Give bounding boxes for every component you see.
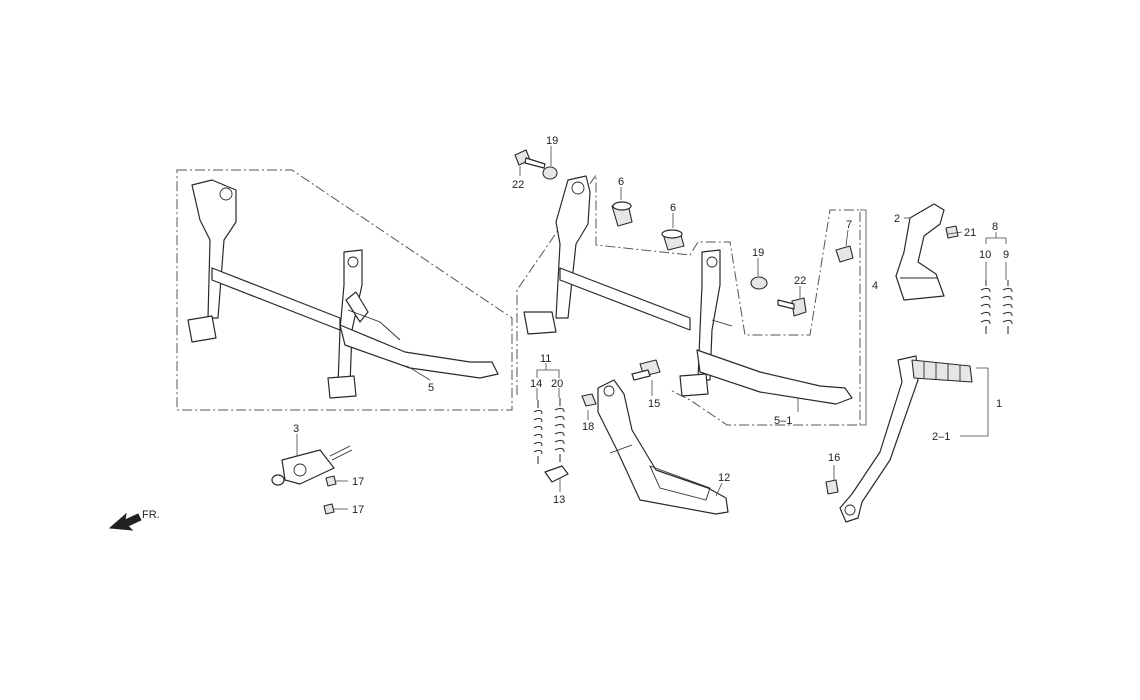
bolt-22-upper <box>514 149 546 169</box>
side-stand <box>597 379 729 515</box>
callout-20: 20 <box>551 378 563 390</box>
callout-1: 1 <box>996 398 1002 410</box>
callout-2: 2 <box>894 213 900 225</box>
group-outline-main-stand-assembly <box>516 173 861 426</box>
bracket-4 <box>860 209 867 426</box>
callout-12: 12 <box>718 472 730 484</box>
bolt-22-lower <box>777 297 807 317</box>
spring-14 <box>533 400 543 464</box>
callout-17-upper: 17 <box>352 476 364 488</box>
callout-13: 13 <box>553 494 565 506</box>
callout-9: 9 <box>1003 249 1009 261</box>
callout-15: 15 <box>648 398 660 410</box>
callout-5-1: 5–1 <box>774 415 792 427</box>
callout-19-upper: 19 <box>546 135 558 147</box>
screw-21 <box>945 225 959 239</box>
callout-10: 10 <box>979 249 991 261</box>
nut-18 <box>581 393 597 407</box>
group-outline-main-stand-left <box>176 169 513 411</box>
kick-starter-arm <box>839 355 973 523</box>
arrow-front-icon <box>108 512 142 531</box>
callout-2-1: 2–1 <box>932 431 950 443</box>
main-stand-sub <box>523 175 853 405</box>
bolt-16 <box>825 479 839 495</box>
callout-8: 8 <box>992 221 998 233</box>
callout-3: 3 <box>293 423 299 435</box>
callout-4: 4 <box>872 280 878 292</box>
callout-22-lower: 22 <box>794 275 806 287</box>
spring-9 <box>1002 280 1013 334</box>
collar-6a <box>611 201 633 227</box>
main-stand <box>187 179 499 399</box>
callout-16: 16 <box>828 452 840 464</box>
callout-18: 18 <box>582 421 594 433</box>
callout-19-lower: 19 <box>752 247 764 259</box>
callout-6-lower: 6 <box>670 202 676 214</box>
callouts: 19 22 6 6 7 19 22 4 5 5–1 11 14 20 13 15… <box>293 135 1009 516</box>
callout-7: 7 <box>846 219 852 231</box>
kick-pedal-arm <box>895 203 945 301</box>
callout-6-upper: 6 <box>618 176 624 188</box>
side-stand-switch <box>271 445 353 486</box>
washer-19-lower <box>750 276 768 290</box>
collar-6b <box>661 229 685 251</box>
callout-5: 5 <box>428 382 434 394</box>
callout-22-upper: 22 <box>512 179 524 191</box>
front-direction-label: FR. <box>142 509 160 521</box>
callout-21: 21 <box>964 227 976 239</box>
callout-14: 14 <box>530 378 542 390</box>
spring-20 <box>554 398 565 462</box>
washer-19-upper <box>542 166 558 180</box>
plate-13 <box>544 465 569 483</box>
stopper-7 <box>835 245 854 263</box>
callout-11: 11 <box>540 353 551 365</box>
spring-10 <box>980 280 991 334</box>
leader-lines <box>296 146 1007 510</box>
callout-17-lower: 17 <box>352 504 364 516</box>
screw-17b <box>323 503 335 515</box>
bolt-15 <box>631 359 661 381</box>
screw-17a <box>325 475 337 487</box>
